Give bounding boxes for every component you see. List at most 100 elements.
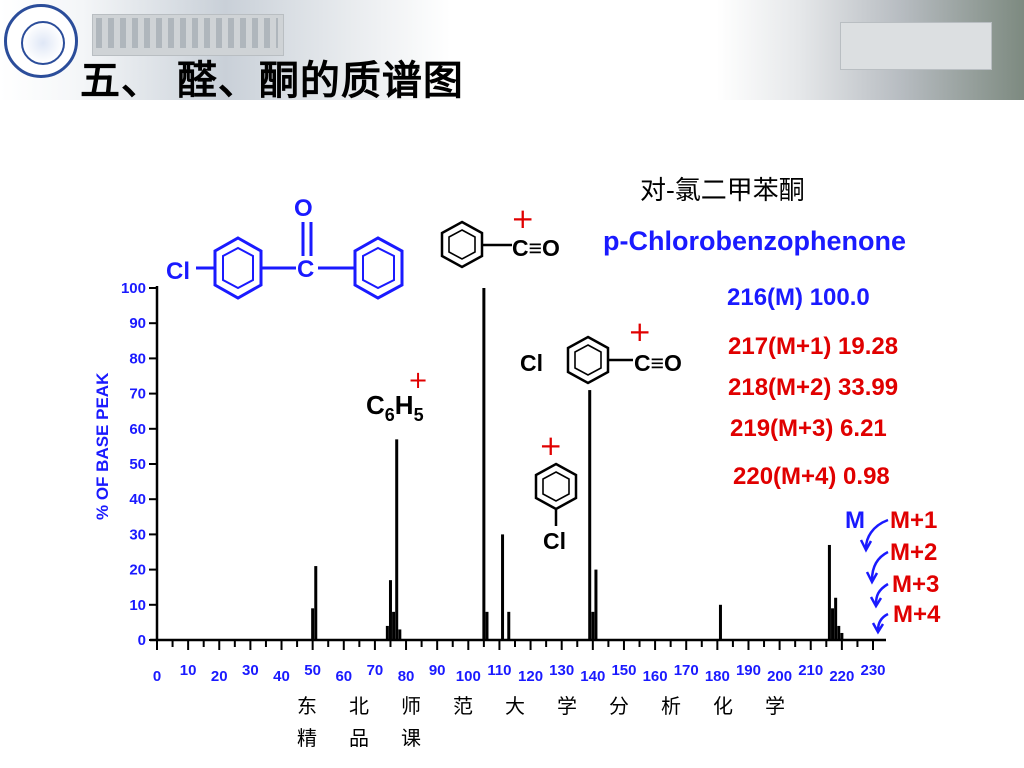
footer-char: 北 [349,694,369,718]
x-tick-label: 150 [611,662,636,679]
spectrum-peak [827,544,831,640]
x-tick-label: 40 [273,668,290,685]
y-tick-label: 90 [129,315,146,332]
parent-c-label: C [297,256,314,283]
spectrum-peak [392,611,396,640]
spectrum-peak [594,569,598,640]
spectrum-peak [831,608,835,640]
logo-emblem [21,21,65,65]
parent-cl-label: Cl [166,258,190,285]
benzoyl-structure [440,220,512,269]
chlorobenzoyl-ring-inner [574,344,602,376]
building-windows [96,18,278,48]
spectrum-peak [388,580,392,640]
footer-char: 大 [505,694,525,718]
x-tick-label: 70 [367,662,384,679]
footer-char: 析 [661,694,681,718]
x-tick-label: 30 [242,662,259,679]
spectrum-peak [482,288,486,640]
parent-o-label: O [294,195,313,222]
peak-label-m2: M+2 [890,539,937,566]
benzoyl-ring-inner [448,229,476,260]
footer-char: 精 [297,726,317,750]
x-tick-label: 0 [153,668,161,685]
footer-char: 范 [453,694,473,718]
isotope-line-m2: 218(M+2) 33.99 [728,374,899,401]
spectrum-peak [837,625,841,640]
spectrum-peak [507,611,511,640]
isotope-line-m4: 220(M+4) 0.98 [733,463,890,490]
x-tick-label: 10 [180,662,197,679]
university-logo [4,4,78,78]
spectrum-peak [718,604,722,640]
parent-ring-left-inner [222,246,254,290]
chlorobenzoyl-cl-label: Cl [520,350,543,376]
arrow-m3 [874,582,889,605]
spectrum-peak [314,566,318,640]
footer-char: 东 [297,694,317,718]
spectrum-peak [385,625,389,640]
parent-ring-left [213,236,263,300]
chlorobenzoyl-plus: + [628,315,651,348]
y-tick-label: 50 [129,456,146,473]
spectrum-peak [591,611,595,640]
footer-char: 师 [401,694,421,718]
footer-char: 课 [401,726,421,750]
arrow-m1 [864,518,889,549]
y-tick-label: 10 [129,597,146,614]
footer-char: 学 [557,694,577,718]
spectrum-peak [840,632,844,640]
peak-label-m4: M+4 [893,601,941,628]
isotope-line-m3: 219(M+3) 6.21 [730,415,887,442]
arrowhead-m3 [869,596,883,609]
phenyl-plus: + [408,366,428,394]
chlorobenzoyl-co-label: C≡O [634,350,682,376]
x-tick-label: 170 [674,662,699,679]
y-tick-label: 100 [121,280,146,297]
y-tick-label: 30 [129,526,146,543]
x-tick-label: 100 [456,668,481,685]
x-tick-label: 230 [860,662,885,679]
x-tick-label: 130 [549,662,574,679]
peak-label-m1: M+1 [890,507,937,534]
peak-arrows [859,518,889,635]
chlorophenyl-plus: + [539,429,562,462]
peak-label-m: M [845,507,865,534]
x-tick-label: 120 [518,668,543,685]
chlorophenyl-ring-inner [542,471,570,502]
chlorophenyl-ring [534,462,578,511]
x-tick-label: 90 [429,662,446,679]
y-tick-label: 60 [129,421,146,438]
arrow-m4 [876,612,889,631]
isotope-line-m1: 217(M+1) 19.28 [728,333,899,360]
peak-label-m3: M+3 [892,571,939,598]
footer-char: 分 [609,694,629,718]
parent-ring-right [353,236,404,300]
spectrum-peak [311,608,315,640]
footer-char: 品 [349,726,369,750]
arrow-m2 [870,550,889,581]
x-tick-label: 60 [335,668,352,685]
y-tick-label: 70 [129,386,146,403]
x-tick-label: 200 [767,668,792,685]
y-tick-label: 20 [129,562,146,579]
x-tick-label: 110 [487,662,511,679]
arrowhead-m1 [859,539,873,553]
compound-name-en: p-Chlorobenzophenone [603,226,906,256]
spectrum-peaks [311,288,844,640]
footer-char: 化 [713,694,733,718]
chlorophenyl-structure [534,462,578,526]
parent-structure [196,222,404,300]
x-tick-label: 190 [736,662,761,679]
arrowhead-m4 [871,622,885,635]
chlorobenzoyl-structure [566,335,633,385]
x-tick-label: 160 [643,668,668,685]
x-tick-label: 180 [705,668,730,685]
footer-char: 学 [765,694,785,718]
benzoyl-co-label: C≡O [512,235,560,261]
slide-title: 五、 醛、酮的质谱图 [80,57,464,104]
spectrum-peak [395,439,399,640]
